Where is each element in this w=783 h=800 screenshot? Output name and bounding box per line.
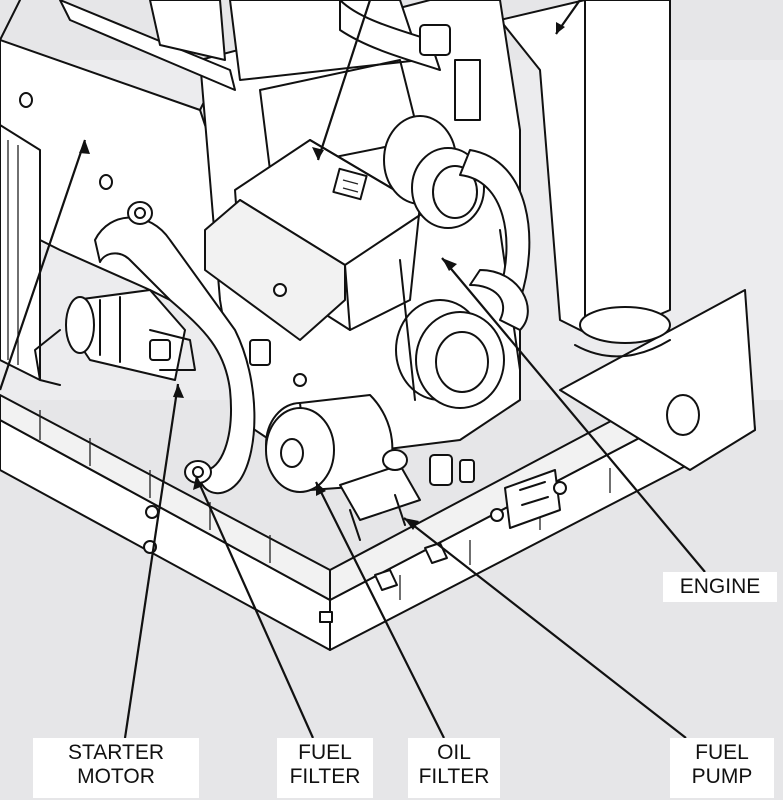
leader-lines <box>0 0 706 739</box>
engine-label: ENGINE <box>663 572 777 602</box>
fuel-pump-label: FUEL PUMP <box>670 738 774 798</box>
right-hoses <box>459 149 531 331</box>
air-cleaner-tank <box>499 0 671 358</box>
fuel-filter <box>184 460 212 484</box>
fuel-filter-label: FUEL FILTER <box>277 738 373 798</box>
upper-pulley <box>383 115 485 229</box>
lower-pulley <box>395 229 521 409</box>
oil-filter <box>265 394 394 493</box>
starter-motor-label: STARTER MOTOR <box>33 738 199 798</box>
leader-arrowheads <box>79 22 565 530</box>
valve-cover <box>204 139 421 341</box>
terminal-block <box>490 469 567 529</box>
starter-motor <box>34 289 196 386</box>
fuel-pump <box>339 464 421 541</box>
oil-filter-label: OIL FILTER <box>408 738 500 798</box>
fittings <box>249 283 475 486</box>
